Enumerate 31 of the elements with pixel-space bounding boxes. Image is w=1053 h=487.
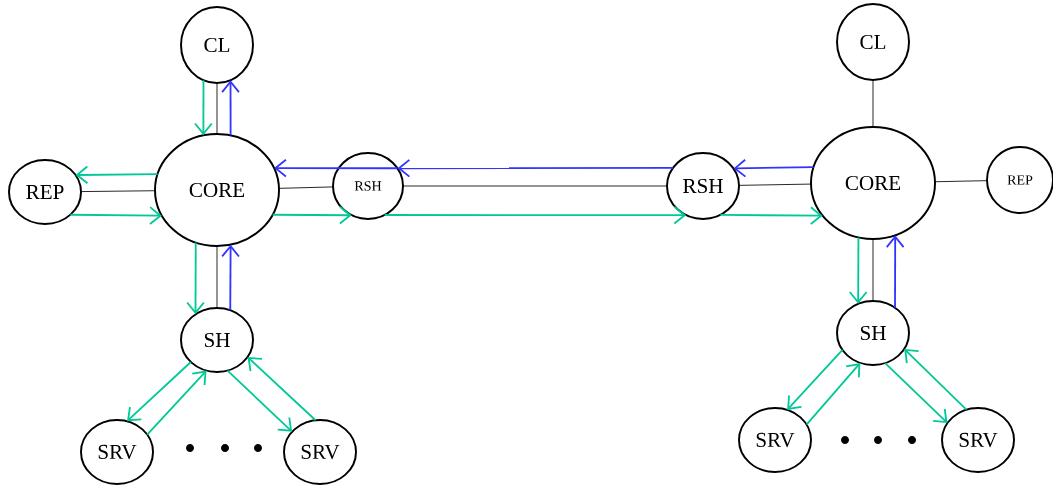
connector-line bbox=[278, 186, 334, 189]
connector-line bbox=[934, 180, 988, 183]
arrow bbox=[127, 361, 192, 422]
arrow bbox=[226, 369, 293, 432]
connector-line bbox=[738, 183, 812, 186]
arrow bbox=[885, 235, 905, 309]
connector-line bbox=[80, 190, 156, 192]
arrow bbox=[733, 158, 815, 178]
connector-line bbox=[872, 79, 874, 128]
arrow bbox=[805, 362, 861, 426]
arrow bbox=[221, 244, 240, 312]
arrow bbox=[194, 79, 213, 136]
arrow bbox=[69, 206, 162, 225]
connector-line bbox=[872, 238, 874, 302]
arrow bbox=[186, 241, 205, 315]
arrow bbox=[271, 205, 352, 225]
arrow bbox=[904, 348, 968, 411]
connector-line bbox=[402, 185, 668, 187]
arrow bbox=[787, 349, 844, 410]
arrow bbox=[848, 236, 868, 304]
connector-line bbox=[216, 245, 218, 309]
arrow bbox=[719, 206, 823, 225]
arrow bbox=[274, 158, 399, 178]
arrow bbox=[383, 205, 687, 225]
arrow bbox=[884, 362, 948, 424]
arrow bbox=[247, 356, 317, 422]
arrow bbox=[397, 158, 674, 178]
connector-line bbox=[216, 82, 218, 135]
arrow bbox=[221, 80, 240, 137]
arrow bbox=[75, 165, 159, 185]
arrow bbox=[146, 370, 207, 436]
